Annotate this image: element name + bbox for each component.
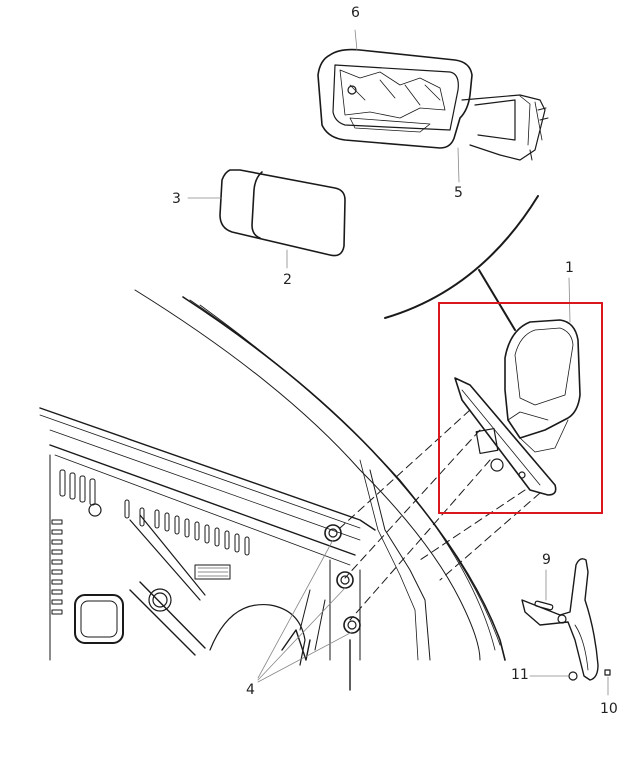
bracket-illustration	[521, 558, 611, 696]
callout-4[interactable]: 4	[246, 682, 255, 698]
callout-6[interactable]: 6	[351, 5, 360, 21]
highlight-box-part-1	[438, 302, 603, 514]
mirror-housing-illustration	[317, 29, 549, 183]
callout-11[interactable]: 11	[511, 667, 529, 683]
callout-2[interactable]: 2	[283, 272, 292, 288]
callout-5[interactable]: 5	[454, 185, 463, 201]
callout-9[interactable]: 9	[542, 552, 551, 568]
callout-1[interactable]: 1	[565, 260, 574, 276]
mirror-assembly-illustration	[339, 277, 581, 621]
callout-3[interactable]: 3	[172, 191, 181, 207]
detail-arc	[384, 195, 539, 331]
mirror-glass-illustration	[187, 169, 346, 269]
callout-10[interactable]: 10	[600, 701, 618, 717]
door-frame-illustration	[39, 289, 506, 691]
